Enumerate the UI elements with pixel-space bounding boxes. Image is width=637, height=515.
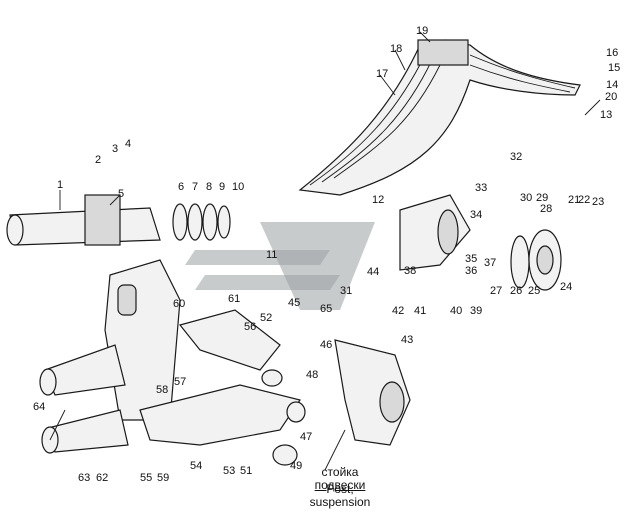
callout-26: 26 (510, 285, 522, 297)
caption-ru-line1: стойка (321, 465, 359, 479)
callout-7: 7 (192, 181, 198, 193)
callout-62: 62 (96, 472, 108, 484)
callout-28: 28 (540, 203, 552, 215)
callout-51: 51 (240, 465, 252, 477)
callout-55: 55 (140, 472, 152, 484)
callout-33: 33 (475, 182, 487, 194)
callout-2: 2 (95, 154, 101, 166)
callout-4: 4 (125, 138, 131, 150)
callout-22: 22 (578, 194, 590, 206)
callout-52: 52 (260, 312, 272, 324)
callout-25: 25 (528, 285, 540, 297)
caption-english: Post, suspension (285, 483, 395, 509)
callout-46: 46 (320, 339, 332, 351)
callout-29: 29 (536, 192, 548, 204)
callout-13: 13 (600, 109, 612, 121)
callout-42: 42 (392, 305, 404, 317)
left-frame-bracket (104, 259, 181, 421)
callout-17: 17 (376, 68, 388, 80)
callout-32: 32 (510, 151, 522, 163)
callout-56: 56 (244, 321, 256, 333)
callout-48: 48 (306, 369, 318, 381)
ring-set (172, 203, 231, 241)
callout-3: 3 (112, 143, 118, 155)
callout-10: 10 (232, 181, 244, 193)
callout-60: 60 (173, 298, 185, 310)
callout-61: 61 (228, 293, 240, 305)
callout-36: 36 (465, 265, 477, 277)
callout-65: 65 (320, 303, 332, 315)
callout-19: 19 (416, 25, 428, 37)
callout-40: 40 (450, 305, 462, 317)
callout-49: 49 (290, 460, 302, 472)
bushings (261, 369, 306, 466)
callout-6: 6 (178, 181, 184, 193)
callout-1: 1 (57, 179, 63, 191)
watermark-logo (185, 222, 375, 310)
callout-63: 63 (78, 472, 90, 484)
callout-54: 54 (190, 460, 202, 472)
callout-39: 39 (470, 305, 482, 317)
callout-34: 34 (470, 209, 482, 221)
callout-35: 35 (465, 253, 477, 265)
upper-control-arm (178, 309, 281, 371)
callout-57: 57 (174, 376, 186, 388)
caption-ru-line2: подвески (314, 478, 366, 492)
callout-23: 23 (592, 196, 604, 208)
callout-12: 12 (372, 194, 384, 206)
callout-45: 45 (288, 297, 300, 309)
callout-24: 24 (560, 281, 572, 293)
callout-11: 11 (266, 249, 277, 261)
axle-shaft (6, 194, 161, 246)
callout-37: 37 (484, 257, 496, 269)
caption-en-line2: suspension (309, 495, 371, 509)
callout-59: 59 (157, 472, 169, 484)
caption-en-line1: Post, (326, 482, 354, 496)
callout-64: 64 (33, 401, 45, 413)
leader-lines (49, 31, 601, 471)
callout-14: 14 (606, 79, 618, 91)
callout-21: 21 (568, 194, 580, 206)
callout-15: 15 (608, 62, 620, 74)
callout-31: 31 (340, 285, 352, 297)
hub-bracket (399, 194, 471, 271)
callout-20: 20 (605, 91, 617, 103)
callout-18: 18 (390, 43, 402, 55)
leaf-spring (298, 39, 581, 196)
callout-47: 47 (300, 431, 312, 443)
callout-27: 27 (490, 285, 502, 297)
callout-8: 8 (206, 181, 212, 193)
caption-russian: стойка подвески (290, 466, 390, 492)
callout-16: 16 (606, 47, 618, 59)
suspension-knuckle (334, 339, 411, 446)
left-tubes (39, 344, 129, 454)
callout-numbers: 1 2 3 4 5 6 7 8 9 10 11 12 13 14 15 16 1… (33, 25, 620, 484)
callout-30: 30 (520, 192, 532, 204)
callout-38: 38 (404, 265, 416, 277)
callout-44: 44 (367, 266, 379, 278)
callout-5: 5 (118, 188, 124, 200)
callout-9: 9 (219, 181, 225, 193)
right-hub (510, 229, 562, 291)
callout-41: 41 (414, 305, 426, 317)
callout-53: 53 (223, 465, 235, 477)
lower-control-arm (139, 384, 301, 446)
callout-43: 43 (401, 334, 413, 346)
callout-58: 58 (156, 384, 168, 396)
